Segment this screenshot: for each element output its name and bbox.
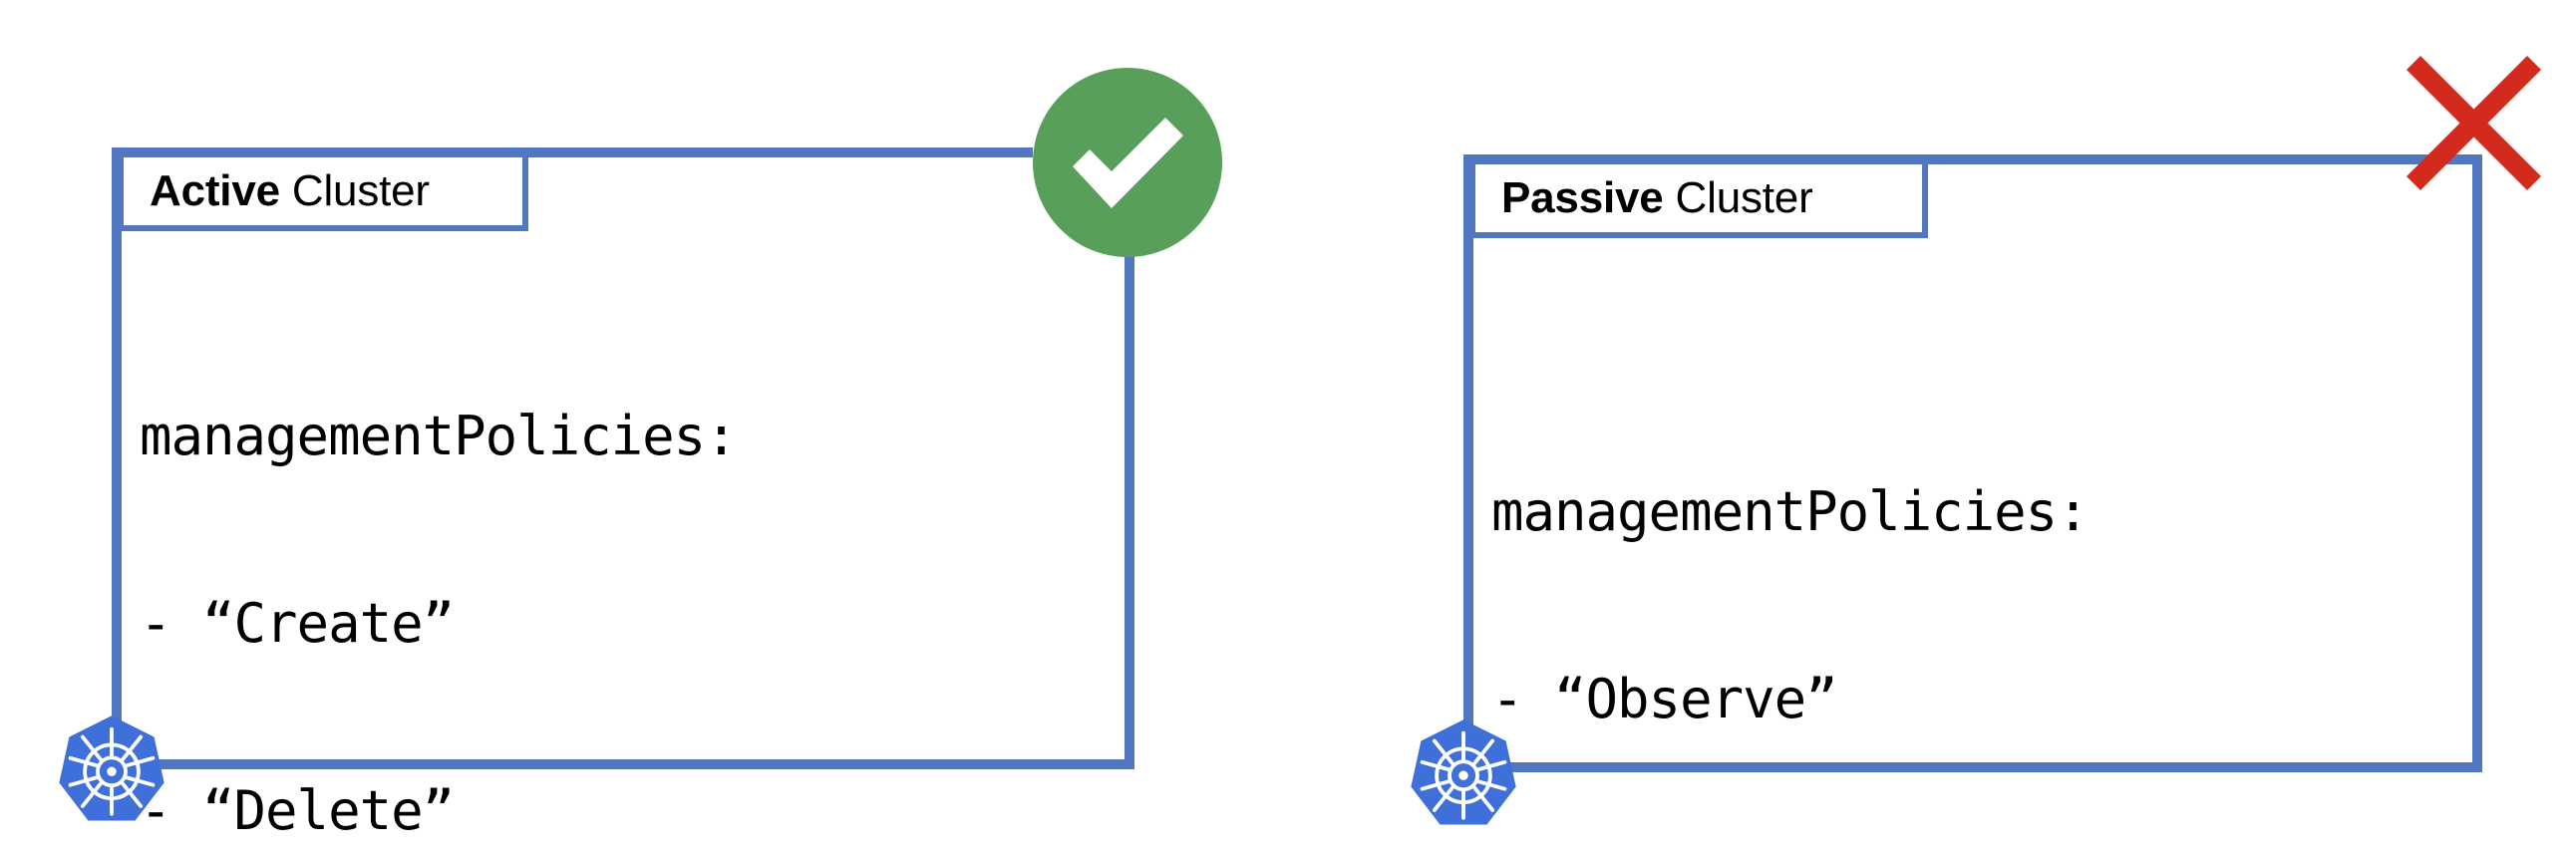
code-list-item: - “Observe” (1491, 668, 1838, 731)
active-panel-border-right (1125, 253, 1134, 769)
active-status-label: Valid (1222, 68, 1223, 69)
active-cluster-title-emphasis: Active (150, 166, 280, 215)
passive-panel-border-right (2472, 154, 2482, 772)
code-key-line: managementPolicies: (1491, 480, 2090, 544)
passive-cluster-code-block: managementPolicies: - “Observe” (1491, 357, 2090, 856)
passive-cluster-panel (1463, 154, 2482, 772)
active-cluster-title-rest: Cluster (279, 166, 430, 215)
passive-panel-border-left (1463, 154, 1473, 772)
code-key-line: managementPolicies: (140, 405, 738, 468)
kubernetes-logo-icon: Kubernetes (1408, 717, 1519, 829)
active-cluster-title-badge: Active Cluster (118, 151, 528, 231)
passive-panel-border-top (1463, 154, 2482, 164)
code-list-item: - “Create” (140, 592, 455, 656)
active-panel-border-bottom (112, 759, 1134, 769)
passive-cluster-title-text: Passive Cluster (1475, 176, 1835, 220)
passive-panel-border-bottom (1463, 762, 2482, 772)
kubernetes-logo-icon: Kubernetes (56, 714, 167, 825)
passive-cluster-title-rest: Cluster (1663, 173, 1813, 222)
active-cluster-panel (112, 147, 1134, 769)
code-list-item: - “Delete” (140, 779, 455, 842)
active-cluster-title-text: Active Cluster (124, 169, 452, 213)
passive-cluster-title-emphasis: Passive (1501, 173, 1664, 222)
green-check-circle-icon: Valid (1033, 68, 1222, 257)
active-panel-border-left (112, 147, 122, 769)
active-panel-border-top (112, 147, 1033, 157)
passive-status-label: Invalid (2561, 36, 2562, 37)
red-x-mark-icon: Invalid (2387, 36, 2561, 210)
active-cluster-code-block: managementPolicies: - “Create” - “Delete… (140, 281, 738, 857)
passive-cluster-title-badge: Passive Cluster (1469, 158, 1928, 238)
